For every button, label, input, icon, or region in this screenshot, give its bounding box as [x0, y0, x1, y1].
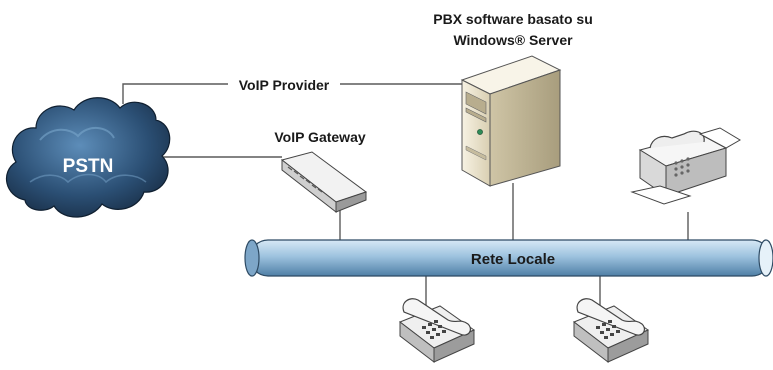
desk-phone-icon	[572, 298, 650, 364]
connections	[122, 83, 689, 306]
voip-provider-label: VoIP Provider	[239, 77, 330, 93]
tower-server-icon	[460, 55, 562, 187]
server-title-line1: PBX software basato su	[433, 11, 593, 27]
desk-phone-2	[572, 298, 650, 364]
fax-machine	[630, 127, 741, 205]
pstn-cloud: PSTN	[5, 97, 171, 218]
fax-machine-icon	[630, 127, 741, 205]
server-title-line2: Windows® Server	[453, 32, 573, 48]
lan-backbone: Rete Locale	[244, 239, 773, 277]
voip-gateway-label: VoIP Gateway	[274, 129, 366, 145]
pstn-label: PSTN	[63, 156, 114, 177]
pbx-server	[460, 55, 562, 187]
voip-provider-link	[122, 83, 228, 104]
voip-gateway-device	[280, 151, 368, 214]
desk-phone-1	[398, 298, 476, 364]
network-switch-icon	[280, 151, 368, 214]
cloud-icon	[5, 97, 171, 218]
desk-phone-icon	[398, 298, 476, 364]
rete-locale-label: Rete Locale	[471, 251, 555, 268]
